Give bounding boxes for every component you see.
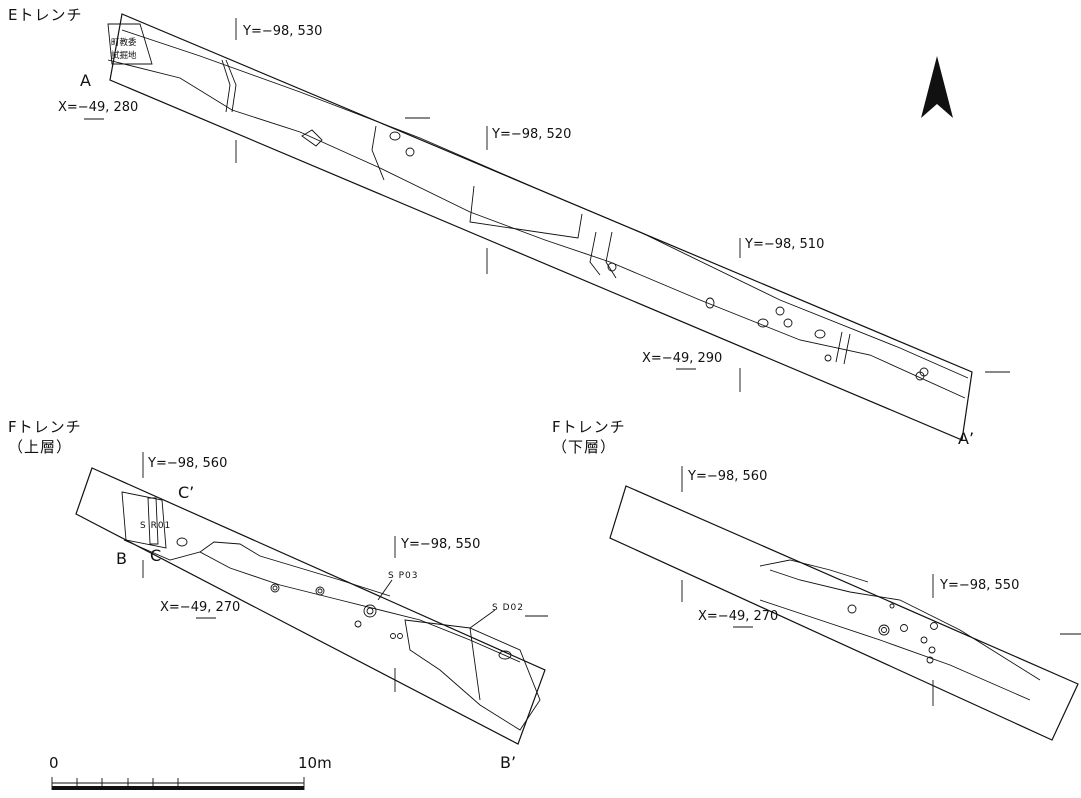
f-lower-feature-7 (926, 656, 934, 664)
e-trench-outline (109, 13, 973, 441)
f-upper-title-1: Fトレンチ (8, 418, 82, 436)
label-sp03: S P03 (388, 571, 418, 581)
f-upper-x-coord-270: X=−49, 270 (160, 600, 240, 615)
e-divider-4 (835, 331, 843, 363)
e-feature-11 (919, 367, 929, 377)
label-sd02: S D02 (492, 603, 524, 613)
section-point-b: B (116, 549, 127, 568)
f-lower-lower-inner (759, 599, 1031, 701)
f-upper-title-2: （上層） (8, 438, 72, 456)
e-trench-title: Eトレンチ (8, 6, 82, 24)
scale-bar: 0 10m (49, 754, 332, 790)
e-divider-1 (221, 59, 231, 113)
e-feature-8 (814, 329, 826, 339)
f-upper-feature-7 (498, 650, 512, 660)
f-upper-sr01 (147, 497, 159, 545)
e-feature-4 (705, 297, 715, 309)
f-trench-upper: Fトレンチ （上層） Y=−98, 560 Y=−98, 550 X=−49, … (8, 418, 548, 772)
f-lower-title-1: Fトレンチ (552, 418, 626, 436)
test-pit-outline (107, 23, 153, 65)
f-lower-title-2: （下層） (552, 438, 616, 456)
f-upper-y-coord-550: Y=−98, 550 (400, 537, 480, 552)
e-divider-4b (843, 333, 851, 365)
f-lower-feature-4 (920, 636, 928, 644)
label-sr01: S R01 (140, 521, 171, 531)
f-lower-feature-8 (889, 603, 895, 609)
f-upper-inner-line (123, 539, 521, 663)
e-x-coord-290: X=−49, 290 (642, 351, 722, 366)
e-feature-1 (389, 131, 401, 141)
e-pit-small (301, 129, 323, 147)
f-lower-x-coord-270: X=−49, 270 (698, 609, 778, 624)
e-divider-1b (225, 59, 237, 113)
f-upper-sd02-leader (469, 609, 496, 629)
f-lower-feature-1 (847, 604, 857, 614)
f-lower-upper-inner (759, 559, 869, 583)
test-pit-label-1: 町教委 (111, 37, 137, 48)
f-upper-feature-1 (176, 537, 188, 547)
e-feature-9 (824, 354, 832, 362)
f-lower-feature-5 (930, 622, 938, 630)
f-lower-y-coord-550: Y=−98, 550 (939, 578, 1019, 593)
scale-minor-ticks (76, 778, 179, 790)
e-y-coord-530: Y=−98, 530 (242, 24, 322, 39)
f-upper-ditch (199, 541, 391, 597)
f-upper-sd02-line (469, 627, 481, 701)
f-lower-feature-3 (900, 624, 908, 632)
e-y-coord-520: Y=−98, 520 (491, 127, 571, 142)
e-y-coord-510: Y=−98, 510 (744, 237, 824, 252)
f-lower-feature-6 (928, 646, 936, 654)
section-point-c-prime: C’ (178, 483, 194, 502)
e-trench-upper-inner-line (121, 29, 969, 379)
e-feature-6 (775, 306, 785, 316)
f-lower-feature-2 (878, 624, 890, 636)
e-divider-3b (605, 231, 617, 279)
scale-start-label: 0 (49, 754, 59, 772)
section-point-c: C (150, 546, 161, 565)
e-x-coord-280: X=−49, 280 (58, 100, 138, 115)
f-upper-feature-6 (397, 633, 403, 639)
test-pit-label-2: 試掘地 (111, 50, 137, 61)
section-point-a-prime: A’ (958, 429, 974, 448)
f-lower-feature-2-core (881, 627, 887, 633)
e-trench: Eトレンチ 町教委 試掘地 (8, 6, 1010, 448)
f-upper-sp03-core (366, 607, 374, 615)
north-arrow-icon (921, 56, 953, 118)
e-feature-7 (783, 318, 793, 328)
f-upper-sp03-pit (363, 604, 377, 618)
f-upper-feature-3-core (317, 588, 323, 594)
section-point-a: A (80, 71, 91, 90)
f-upper-feature-5 (390, 633, 396, 639)
e-divider-2 (371, 125, 385, 181)
e-feature-2 (405, 147, 415, 157)
f-upper-inner-box (121, 491, 167, 549)
f-upper-feature-2-core (272, 585, 278, 591)
f-upper-outline (75, 467, 546, 745)
f-lower-outline (609, 485, 1079, 741)
e-trench-inner-line (107, 59, 966, 399)
e-feature-3 (607, 262, 617, 272)
f-upper-feature-4 (354, 620, 362, 628)
f-upper-sd02 (404, 619, 541, 731)
f-upper-sp03-leader (377, 579, 393, 601)
f-lower-inner-line (769, 569, 1041, 681)
f-lower-y-coord-560: Y=−98, 560 (687, 469, 767, 484)
e-pit-outline (469, 185, 583, 239)
f-upper-feature-3 (315, 586, 325, 596)
f-upper-y-coord-560: Y=−98, 560 (147, 456, 227, 471)
scale-end-label: 10m (298, 754, 332, 772)
f-trench-lower: Fトレンチ （下層） Y=−98, 560 Y=−98, 550 X=−49, … (552, 418, 1081, 741)
e-divider-3 (589, 231, 601, 276)
f-upper-feature-2 (270, 583, 280, 593)
section-point-b-prime: B’ (500, 753, 516, 772)
e-feature-5 (757, 318, 769, 328)
